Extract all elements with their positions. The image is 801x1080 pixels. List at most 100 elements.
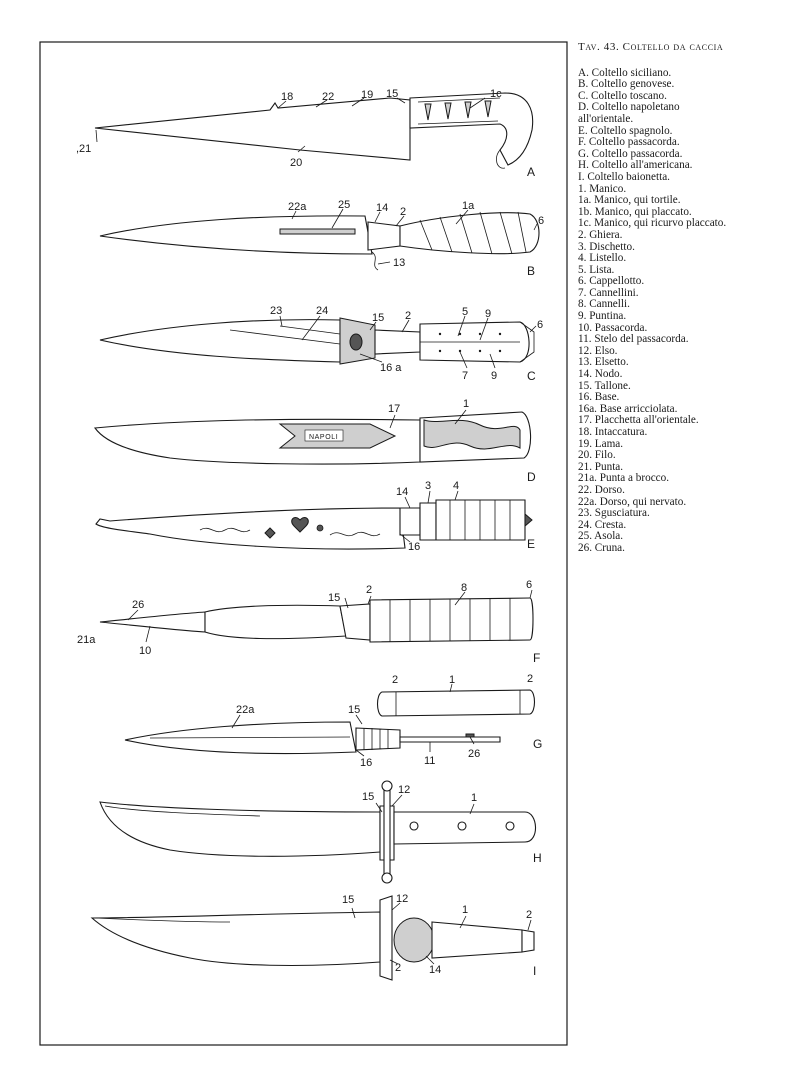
label-c-16a: 16 a — [380, 362, 402, 374]
legend-item: 1a. Manico, qui tortile. — [578, 194, 681, 207]
label-c-6: 6 — [537, 319, 543, 331]
label-c-5: 5 — [462, 306, 468, 318]
label-d-1: 1 — [463, 398, 469, 410]
label-c-24: 24 — [316, 305, 328, 317]
knife-i — [90, 895, 535, 981]
label-e-16: 16 — [408, 541, 420, 553]
label-f-6: 6 — [526, 579, 532, 591]
legend-item: B. Coltello genovese. — [578, 78, 675, 91]
letter-f: F — [533, 651, 540, 665]
label-a-19: 19 — [361, 89, 373, 101]
legend-item: 21. Punta. — [578, 460, 624, 473]
legend-item: 2. Ghiera. — [578, 228, 623, 241]
legend-item: 16a. Base arricciolata. — [578, 402, 678, 415]
label-f-2: 2 — [366, 584, 372, 596]
legend-item: 13. Elsetto. — [578, 356, 629, 369]
legend-item: 22. Dorso. — [578, 483, 625, 496]
legend-item: 17. Placchetta all'orientale. — [578, 414, 699, 427]
legend-item: 19. Lama. — [578, 437, 624, 450]
letter-i: I — [533, 964, 536, 978]
legend-item: A. Coltello siciliano. — [578, 66, 672, 79]
engraving-napoli: NAPOLI — [309, 434, 338, 441]
label-f-10: 10 — [139, 645, 151, 657]
label-i-15: 15 — [342, 894, 354, 906]
knife-b — [99, 211, 540, 271]
label-f-26: 26 — [132, 599, 144, 611]
letter-g: G — [533, 737, 542, 751]
label-a-18: 18 — [281, 91, 293, 103]
label-f-15: 15 — [328, 592, 340, 604]
legend-item: 16. Base. — [578, 391, 620, 404]
label-b-22a: 22a — [288, 201, 307, 213]
legend-item: 8. Cannelli. — [578, 298, 630, 311]
label-g-15: 15 — [348, 704, 360, 716]
legend-item: 4. Listello. — [578, 252, 627, 265]
legend-item: 23. Sgusciatura. — [578, 507, 650, 520]
knife-h — [99, 780, 537, 884]
label-e-14: 14 — [396, 486, 408, 498]
legend-item: 20. Filo. — [578, 449, 616, 462]
letter-e: E — [527, 537, 535, 551]
label-b-14: 14 — [376, 202, 388, 214]
legend-item: 1. Manico. — [578, 182, 627, 195]
legend-item: 18. Intaccatura. — [578, 426, 648, 438]
label-b-25: 25 — [338, 199, 350, 211]
legend-item: D. Coltello napoletano — [578, 101, 680, 114]
legend-item: 15. Tallone. — [578, 379, 631, 392]
label-c-23: 23 — [270, 305, 282, 317]
label-a-21: ,21 — [76, 143, 91, 155]
legend-title: Tav. 43. Coltello da caccia — [578, 41, 724, 53]
knife-f — [99, 597, 534, 643]
label-g-11: 11 — [424, 755, 435, 767]
label-b-2: 2 — [400, 206, 406, 218]
legend-item: 3. Dischetto. — [578, 240, 635, 253]
label-g-16: 16 — [360, 757, 372, 769]
label-i-14: 14 — [429, 964, 441, 976]
label-i-12: 12 — [396, 893, 408, 905]
label-h-15: 15 — [362, 791, 374, 803]
legend-item: 25. Asola. — [578, 530, 624, 543]
legend-item: I. Coltello baionetta. — [578, 170, 670, 183]
label-f-21a: 21a — [77, 634, 96, 646]
legend-item: 24. Cresta. — [578, 518, 627, 531]
knife-d: NAPOLI — [93, 411, 532, 465]
label-c-9-bottom: 9 — [491, 370, 497, 382]
label-e-4: 4 — [453, 480, 459, 492]
letter-a: A — [527, 165, 535, 179]
legend: Tav. 43. Coltello da caccia A. Coltello … — [578, 41, 798, 555]
label-a-15: 15 — [386, 88, 398, 100]
legend-item: H. Coltello all'americana. — [578, 159, 693, 172]
label-f-8: 8 — [461, 582, 467, 594]
letter-h: H — [533, 851, 542, 865]
label-g-22a: 22a — [236, 704, 255, 716]
letter-b: B — [527, 264, 535, 278]
label-c-9-top: 9 — [485, 308, 491, 320]
legend-item: 1c. Manico, qui ricurvo placcato. — [578, 217, 727, 230]
legend-item: 14. Nodo. — [578, 368, 623, 381]
label-g-1: 1 — [449, 674, 455, 686]
legend-item: C. Coltello toscano. — [578, 89, 667, 102]
label-b-1a: 1a — [462, 200, 475, 212]
label-g-26: 26 — [468, 748, 480, 760]
legend-item: 5. Lista. — [578, 263, 615, 276]
knife-a — [94, 92, 534, 169]
legend-item: 6. Cappellotto. — [578, 275, 645, 288]
legend-item: 9. Puntina. — [578, 310, 627, 323]
legend-item: 22a. Dorso, qui nervato. — [578, 495, 687, 508]
legend-item: E. Coltello spagnolo. — [578, 124, 673, 137]
label-h-12: 12 — [398, 784, 410, 796]
letter-c: C — [527, 369, 536, 383]
label-c-7: 7 — [462, 370, 468, 382]
plate-frame — [39, 41, 568, 1046]
label-c-2: 2 — [405, 310, 411, 322]
legend-item: G. Coltello passacorda. — [578, 147, 683, 160]
label-d-17: 17 — [388, 403, 400, 415]
label-g-2-left: 2 — [392, 674, 398, 686]
knife-g — [124, 689, 536, 755]
label-e-3: 3 — [425, 480, 431, 492]
label-a-22: 22 — [322, 91, 334, 103]
legend-item-continuation: all'orientale. — [578, 112, 634, 125]
legend-item: 10. Passacorda. — [578, 321, 648, 334]
label-b-6: 6 — [538, 215, 544, 227]
